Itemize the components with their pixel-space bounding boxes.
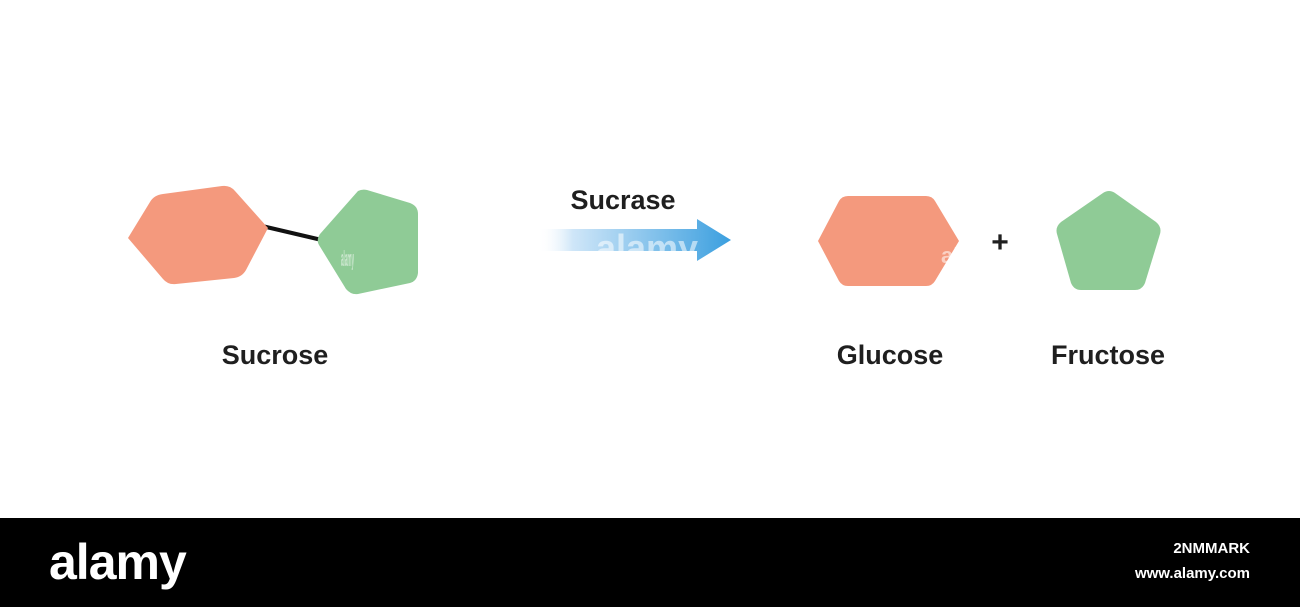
watermark-on-arrow: alamy — [596, 227, 698, 268]
plus-sign: + — [991, 226, 1009, 259]
watermark-fragment-glucose: alamy — [941, 243, 1004, 268]
site-url: www.alamy.com — [1134, 565, 1250, 582]
reaction-diagram: alamy Sucrose Sucrase alamy alamy + Gluc… — [128, 185, 1165, 370]
reaction-arrow — [538, 219, 731, 261]
glucose-ring — [818, 196, 959, 286]
image-id: 2NMMARK — [1173, 540, 1250, 557]
stock-footer-bar: alamy 2NMMARK www.alamy.com — [0, 518, 1300, 607]
sucrose-fructose-ring — [317, 189, 418, 295]
alamy-logo: alamy — [49, 534, 187, 590]
sucrose-glucose-ring — [128, 185, 268, 285]
fructose-ring — [1056, 191, 1161, 290]
glucose-label: Glucose — [837, 340, 944, 370]
watermark-fragment: alamy — [341, 246, 354, 271]
enzyme-label: Sucrase — [570, 185, 675, 215]
sucrose-label: Sucrose — [222, 340, 329, 370]
fructose-label: Fructose — [1051, 340, 1165, 370]
glycosidic-bond — [260, 224, 328, 243]
